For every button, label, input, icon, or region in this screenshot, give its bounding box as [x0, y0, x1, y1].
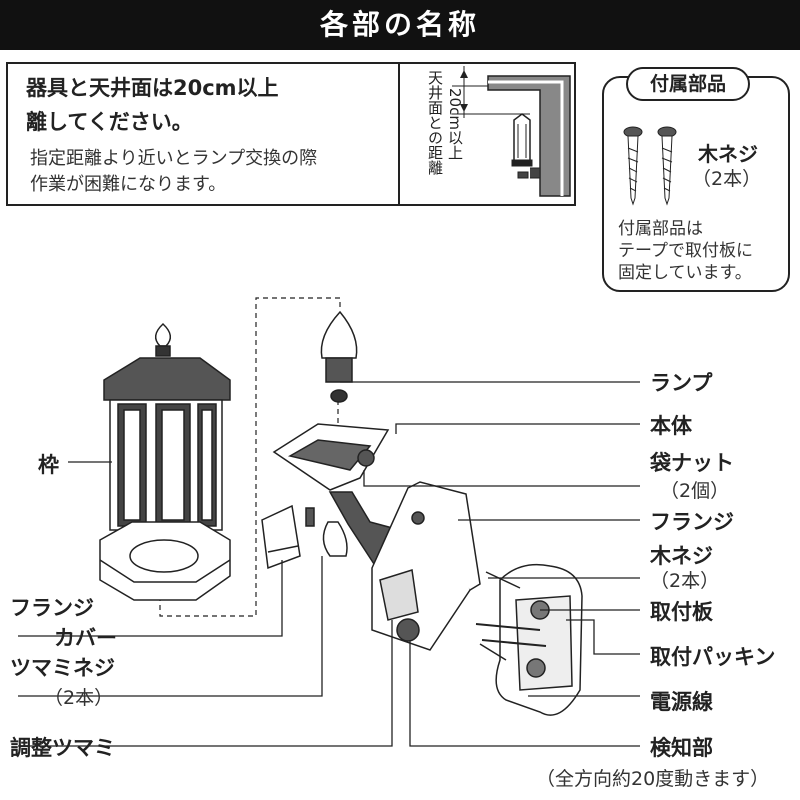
label-cap-nut-count: （2個） — [660, 480, 730, 502]
label-body: 本体 — [650, 414, 692, 438]
notice-line-1: 器具と天井面は20cm以上 — [26, 76, 279, 100]
label-flange: フランジ — [650, 510, 734, 534]
label-frame: 枠 — [38, 453, 59, 477]
label-cap-nut: 袋ナット — [650, 451, 734, 475]
clearance-label-1: 天井面との距離 — [426, 70, 444, 175]
leader-lines — [18, 381, 640, 747]
notice-divider — [398, 64, 400, 204]
accessory-note-1: 付属部品は — [618, 219, 703, 239]
label-power-line: 電源線 — [650, 690, 713, 714]
label-wood-screw-count: （2本） — [650, 570, 720, 592]
label-adjust-knob: 調整ツマミ — [10, 736, 115, 760]
label-knob-screw: ツマミネジ — [10, 656, 115, 680]
notice-line-2: 離してください。 — [26, 110, 193, 134]
accessory-note-2: テープで取付板に — [618, 241, 753, 261]
wood-screw-icon — [623, 126, 677, 206]
accessories-title: 付属部品 — [626, 67, 750, 101]
label-mount-packing: 取付パッキン — [650, 645, 776, 669]
label-knob-screw-count: （2本） — [44, 687, 114, 709]
clearance-diagram — [452, 66, 571, 197]
flange-illustration — [371, 481, 481, 651]
page-title: 各部の名称 — [0, 0, 800, 50]
accessory-note-3: 固定しています。 — [618, 263, 752, 283]
mini-lamp-icon — [511, 113, 541, 179]
label-wood-screw: 木ネジ — [650, 544, 713, 568]
lantern-frame-illustration — [99, 322, 231, 601]
notice-line-3: 指定距離より近いとランプ交換の際 — [30, 148, 318, 169]
label-mount-plate: 取付板 — [650, 600, 713, 624]
mounting-plate-illustration — [475, 563, 583, 716]
clearance-notice: 器具と天井面は20cm以上 離してください。 指定距離より近いとランプ交換の際 … — [6, 62, 576, 206]
label-flange-cover-2: カバー — [54, 626, 117, 650]
clearance-label-2: 20cm以上 — [446, 88, 464, 160]
label-flange-cover-1: フランジ — [10, 596, 94, 620]
lamp-bulb-illustration — [320, 310, 358, 403]
label-lamp: ランプ — [650, 371, 713, 395]
label-sensor-note: （全方向約20度動きます） — [536, 768, 770, 790]
accessory-item-name: 木ネジ — [698, 142, 758, 166]
accessory-item-count: （2本） — [692, 168, 762, 190]
notice-line-4: 作業が困難になります。 — [30, 174, 227, 195]
flange-cover-illustration — [261, 504, 301, 570]
assembly-guide-lines — [159, 297, 341, 617]
label-sensor: 検知部 — [650, 736, 713, 760]
